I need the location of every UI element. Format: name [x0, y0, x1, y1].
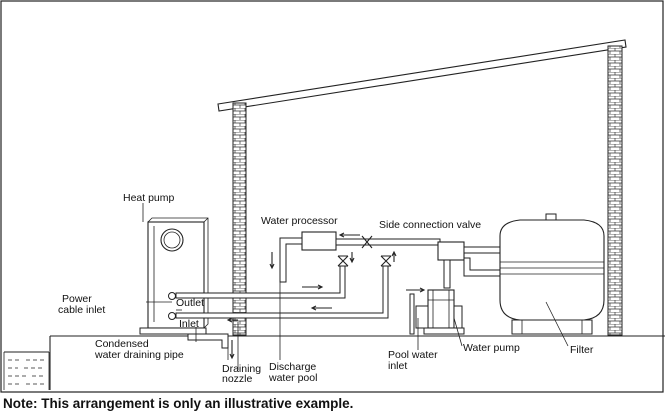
valve-1 [337, 255, 349, 267]
label-outlet: Outlet [176, 297, 204, 309]
label-power-2: cable inlet [58, 304, 105, 316]
label-inlet: Inlet [179, 318, 199, 330]
label-discharge-2: water pool [268, 372, 317, 384]
label-heat-pump: Heat pump [123, 192, 175, 204]
water-pump-unit [406, 287, 465, 335]
label-condensed-2: water draining pipe [94, 349, 184, 361]
label-pool-inlet-2: inlet [388, 360, 407, 372]
diagram-frame [0, 0, 664, 393]
brick-wall-left [232, 102, 247, 336]
side-connection-block [437, 241, 465, 261]
label-power-1: Power [62, 293, 92, 305]
brick-wall-right [607, 45, 623, 336]
side-valve [361, 235, 373, 249]
label-pool-inlet-1: Pool water [388, 349, 438, 361]
label-draining-1: Draining [222, 363, 261, 375]
filter-tank [499, 213, 605, 335]
water-tank [3, 351, 50, 390]
label-draining-2: nozzle [222, 373, 253, 385]
label-water-pump: Water pump [463, 342, 520, 354]
label-discharge-1: Discharge [269, 361, 316, 373]
label-filter: Filter [570, 344, 594, 356]
label-condensed-1: Condensed [95, 338, 149, 350]
roof [217, 39, 627, 112]
footnote: Note: This arrangement is only an illust… [3, 396, 354, 411]
label-side-connection-valve: Side connection valve [379, 219, 481, 231]
label-water-processor: Water processor [261, 215, 338, 227]
valve-2 [380, 255, 392, 267]
water-processor-unit [269, 231, 337, 283]
